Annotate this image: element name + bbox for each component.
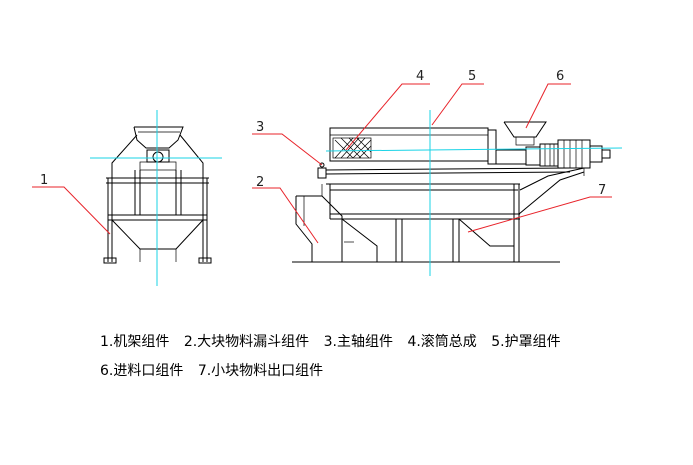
callout-3: 3 [256,120,264,135]
legend-item-small-outlet: 7.小块物料出口组件 [197,363,324,379]
callout-2: 2 [256,175,264,190]
callout-4: 4 [416,69,424,84]
legend-item-big-hopper: 2.大块物料漏斗组件 [183,334,310,350]
callout-6: 6 [556,69,564,84]
legend-line-1: 1.机架组件 2.大块物料漏斗组件 3.主轴组件 4.滚筒总成 5.护罩组件 [100,331,571,351]
legend-item-shroud: 5.护罩组件 [491,334,561,350]
callout-1: 1 [40,173,48,188]
callout-7: 7 [598,183,606,198]
legend-line-2: 6.进料口组件 7.小块物料出口组件 [100,360,333,380]
end-view [90,110,222,286]
legend-item-frame: 1.机架组件 [100,334,170,350]
callout-5: 5 [468,69,476,84]
legend-item-feed-inlet: 6.进料口组件 [100,363,184,379]
leader-lines [32,83,612,244]
legend-item-shaft: 3.主轴组件 [323,334,393,350]
callout-numbers: 1 2 3 4 5 6 7 [40,69,606,198]
side-view [292,110,623,276]
legend-item-drum: 4.滚筒总成 [407,334,477,350]
